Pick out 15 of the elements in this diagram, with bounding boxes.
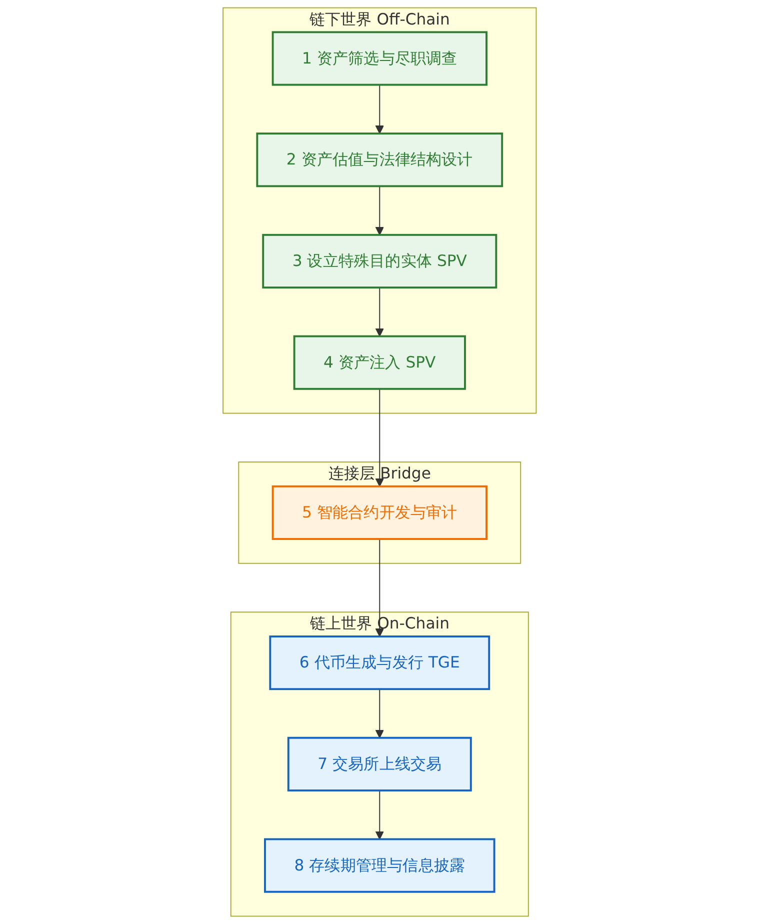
node-box: 3 设立特殊目的实体 SPV [262,234,498,288]
node-box: 6 代币生成与发行 TGE [270,636,490,690]
node-box: 5 智能合约开发与审计 [272,485,488,540]
arrow [376,790,384,840]
arrow [376,688,384,738]
arrow [376,538,384,637]
node-box: 7 交易所上线交易 [288,736,472,792]
node-box: 1 资产筛选与尽职调查 [272,31,488,86]
node-box: 4 资产注入 SPV [294,335,466,390]
arrow [376,388,384,487]
arrow [376,287,384,337]
arrow [376,84,384,134]
node-box: 8 存续期管理与信息披露 [264,838,496,893]
arrow [376,186,384,236]
node-box: 2 资产估值与法律结构设计 [256,132,504,188]
